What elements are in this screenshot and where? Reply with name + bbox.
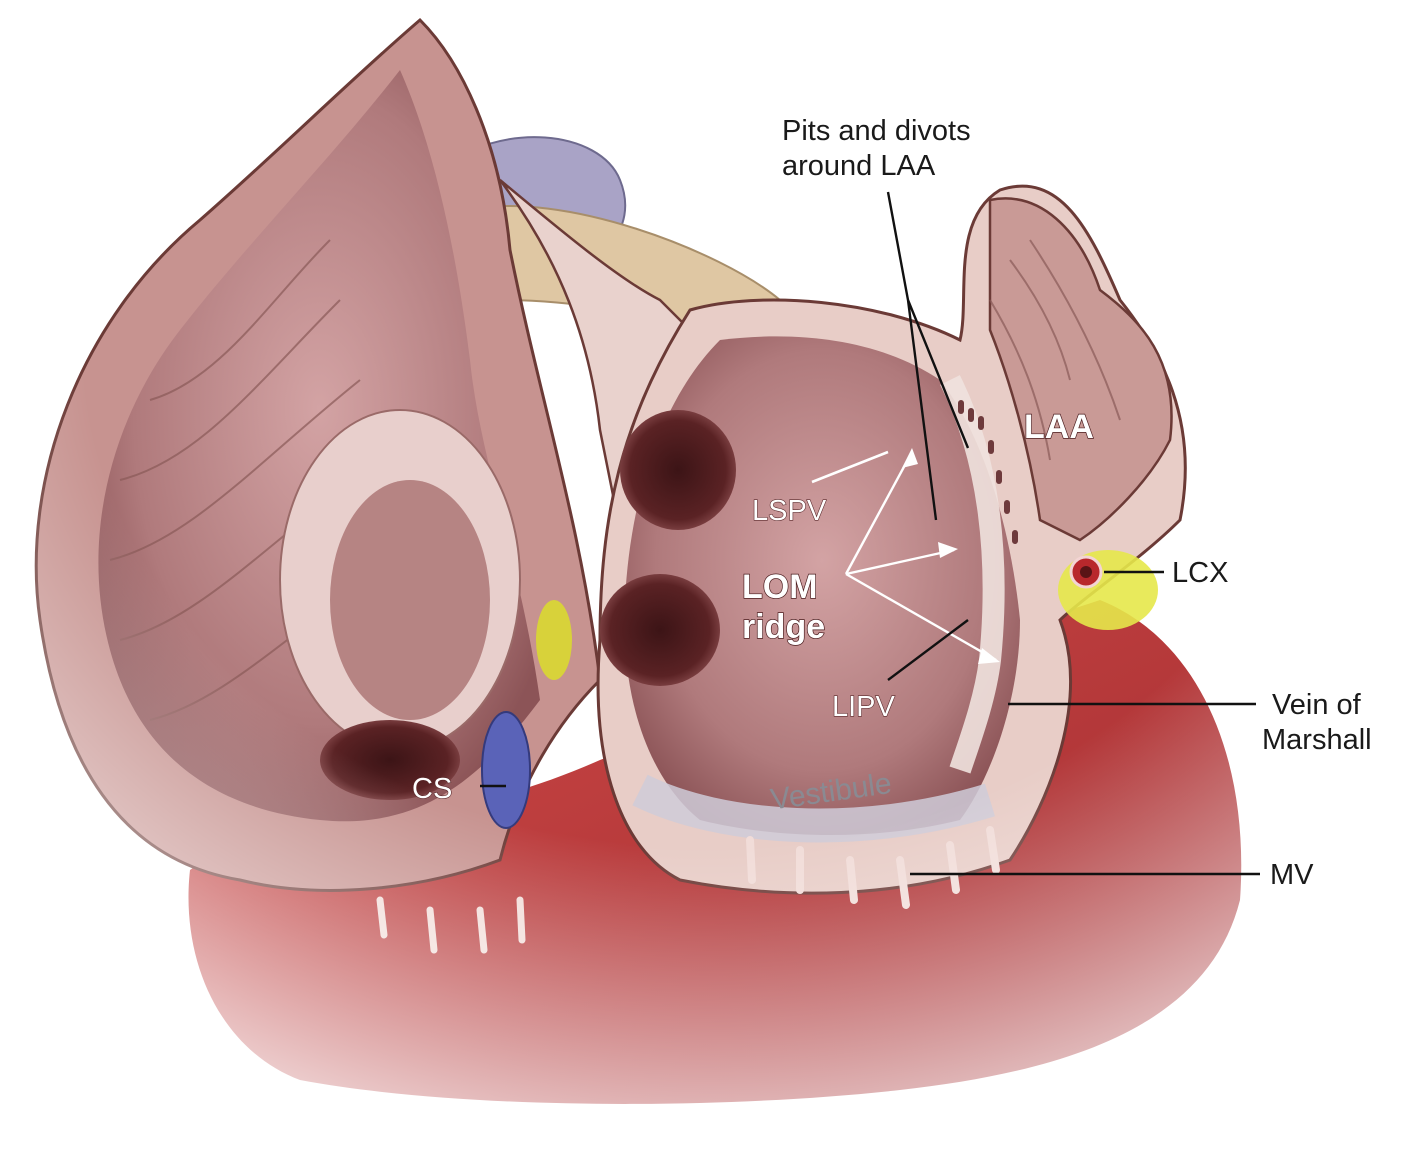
lipv-label: LIPV <box>832 691 896 723</box>
vom-label-line1: Vein of <box>1272 689 1362 721</box>
lom-label-line2: ridge <box>742 608 825 646</box>
pits-label-line1: Pits and divots <box>782 115 971 147</box>
lspv-leader <box>811 450 889 484</box>
lcx-label: LCX <box>1172 557 1228 589</box>
lom-label-line1: LOM <box>742 568 818 606</box>
lipv-leader <box>887 619 969 681</box>
pits-leader-lines <box>886 191 970 521</box>
laa-label: LAA <box>1024 408 1094 446</box>
mv-label: MV <box>1270 859 1314 891</box>
lspv-label: LSPV <box>752 495 827 527</box>
cs-label: CS <box>412 773 452 805</box>
vom-label-line2: Marshall <box>1262 724 1372 756</box>
pits-label-line2: around LAA <box>782 150 936 182</box>
lom-arrows <box>844 448 1000 664</box>
